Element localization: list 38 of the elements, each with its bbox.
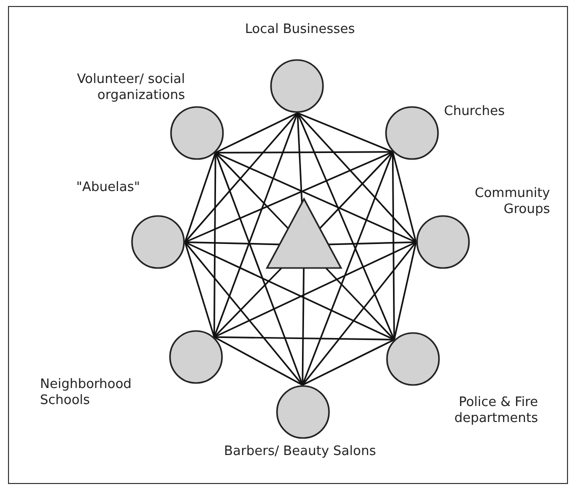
connector-line [184,112,298,243]
node-label: Barbers/ Beauty Salons [223,444,377,460]
connector-line [214,267,282,338]
connector-line [215,152,416,243]
connector-line [319,151,394,229]
connector-line [296,112,395,340]
connector-line [296,112,303,203]
node-label: Community Groups [474,186,550,218]
node-label: "Abuelas" [75,180,140,196]
connector-line [297,112,394,153]
node-label: Police & Fire departments [453,395,538,427]
connector-line [393,242,417,340]
connector-line [302,268,305,386]
connector-line [302,242,417,386]
connector-line [214,241,416,338]
connector-line [184,151,394,243]
connector-line [184,242,215,338]
connector-line [214,336,303,386]
connector-line [184,241,394,340]
connector-line [392,152,395,340]
connector-line [184,152,216,242]
node-label: Neighborhood Schools [40,377,133,409]
connector-line [214,336,394,340]
connector-line [325,267,395,340]
connector-line [213,152,216,338]
node-label: Churches [444,104,506,120]
connector-line [302,338,395,386]
connector-line [184,242,304,386]
connector-line [215,112,298,154]
connector-line [215,151,393,154]
node-label: Volunteer/ social organizations [76,72,185,104]
connector-line [392,152,417,242]
connector-line [184,241,280,246]
node-label: Local Businesses [244,22,356,38]
connector-line [213,112,298,338]
connector-line [328,241,416,246]
connector-line [296,112,417,243]
connector-line [214,152,289,230]
